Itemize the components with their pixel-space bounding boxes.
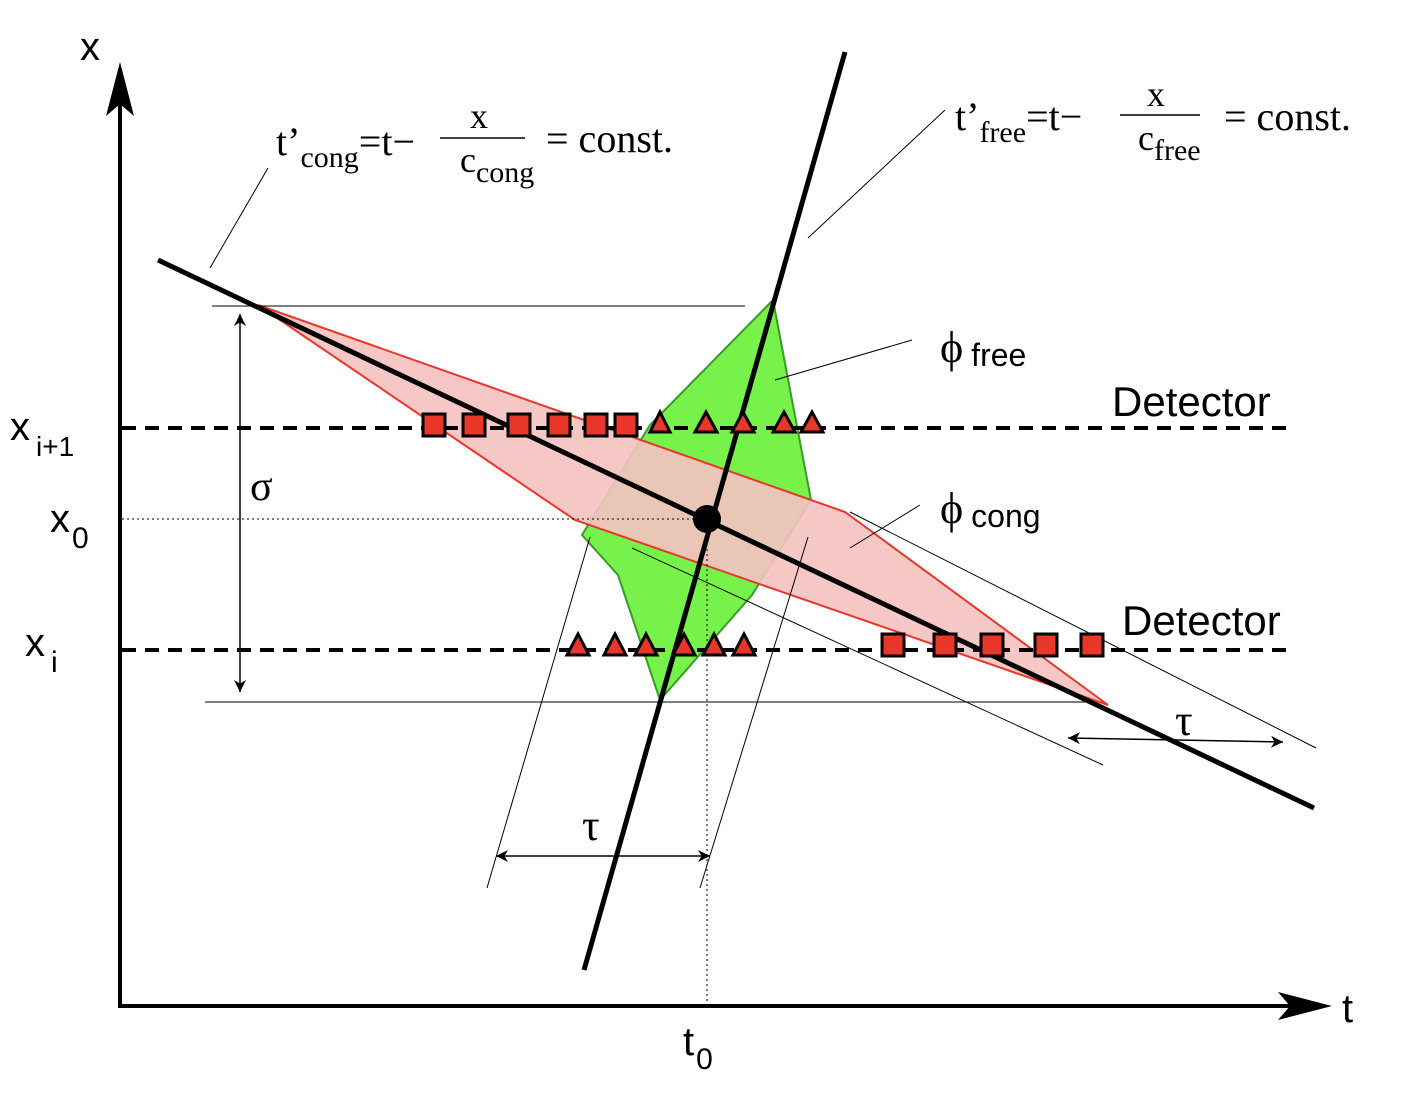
x-i-sub: i [51, 646, 58, 679]
congested-characteristic-line [156, 257, 1316, 811]
square-marker [880, 632, 906, 658]
sigma-label: σ [250, 464, 273, 510]
cong-equation-denominator: ccong [460, 140, 534, 189]
t0-main: t [683, 1020, 694, 1064]
cong-lhs-main: t’ [276, 119, 300, 164]
free-den-main: c [1138, 118, 1154, 158]
triangle-marker [601, 630, 629, 657]
phi-cong-symbol: ϕ [940, 484, 963, 533]
free-lhs-sub: free [979, 116, 1026, 149]
square-marker [421, 412, 447, 438]
triangle-marker [564, 630, 592, 657]
square-marker [506, 412, 532, 438]
phi-free-leader [774, 339, 913, 381]
free-equation-numerator: x [1147, 74, 1165, 114]
square-marker [583, 412, 609, 438]
cong-equation-rhs: = const. [546, 116, 673, 161]
phi-cong-sub: cong [971, 498, 1040, 534]
cong-tau-boundary-lower [631, 547, 1104, 766]
triangle-marker [670, 630, 698, 657]
free-tau-boundary-left [486, 536, 591, 889]
cong-tau-boundary-upper [849, 511, 1317, 749]
lower-detector-markers [564, 630, 1105, 658]
x-i-main: x [25, 621, 45, 665]
free-equation: t’free=t− x cfree = const. [955, 74, 1351, 167]
free-equation-leader [807, 109, 946, 239]
center-point-x0-t0 [693, 505, 721, 533]
cong-equation: t’cong=t− x ccong = const. [276, 96, 673, 189]
triangle-marker [700, 630, 728, 657]
triangle-marker [729, 408, 757, 434]
free-den-sub: free [1154, 134, 1201, 167]
upper-detector-markers [421, 408, 826, 438]
x-axis-label: x [80, 25, 100, 69]
t0-sub: 0 [696, 1043, 713, 1076]
x0-label: x0 [50, 497, 89, 555]
triangle-marker [692, 408, 720, 434]
tau-label-free: τ [582, 801, 600, 850]
cong-mid: =t− [359, 119, 415, 164]
free-lhs-main: t’ [955, 94, 979, 139]
cong-den-sub: cong [476, 156, 534, 189]
square-marker [1033, 632, 1059, 658]
phi-free-sub: free [971, 337, 1026, 373]
triangle-marker [730, 630, 758, 657]
phi-cong-leader [849, 504, 921, 549]
x-i-plus-1-sub: i+1 [36, 431, 74, 462]
square-marker [932, 632, 958, 658]
triangle-marker [632, 630, 660, 657]
free-mid: =t− [1026, 94, 1082, 139]
square-marker [461, 412, 487, 438]
phi-cong-region [257, 304, 1109, 706]
free-equation-denominator: cfree [1138, 118, 1201, 167]
cong-equation-numerator: x [470, 96, 488, 136]
x0-sub: 0 [72, 522, 89, 555]
free-equation-lhs: t’free=t− [955, 94, 1082, 149]
x-i-plus-1-main: x [10, 405, 30, 449]
phi-free-symbol: ϕ [940, 323, 963, 372]
triangle-marker [770, 408, 798, 434]
square-marker [613, 412, 639, 438]
x0-main: x [50, 497, 70, 541]
cong-equation-leader [209, 167, 269, 269]
t-axis-label: t [1342, 987, 1353, 1031]
tau-arrow-cong [1067, 732, 1284, 748]
triangle-marker [798, 408, 826, 434]
detector-label-upper: Detector [1112, 378, 1271, 425]
cong-lhs-sub: cong [300, 141, 358, 174]
cong-equation-lhs: t’cong=t− [276, 119, 415, 174]
square-marker [546, 412, 572, 438]
square-marker [979, 632, 1005, 658]
cong-den-main: c [460, 140, 476, 180]
free-tau-boundary-right [699, 536, 809, 889]
t-axis-arrowhead [1278, 992, 1332, 1020]
detector-label-lower: Detector [1122, 597, 1281, 644]
triangle-marker [647, 408, 673, 434]
free-equation-rhs: = const. [1224, 94, 1351, 139]
x-axis-arrowhead [106, 62, 134, 116]
tau-label-cong: τ [1175, 696, 1193, 745]
square-marker [1079, 632, 1105, 658]
t0-label: t0 [683, 1020, 713, 1076]
